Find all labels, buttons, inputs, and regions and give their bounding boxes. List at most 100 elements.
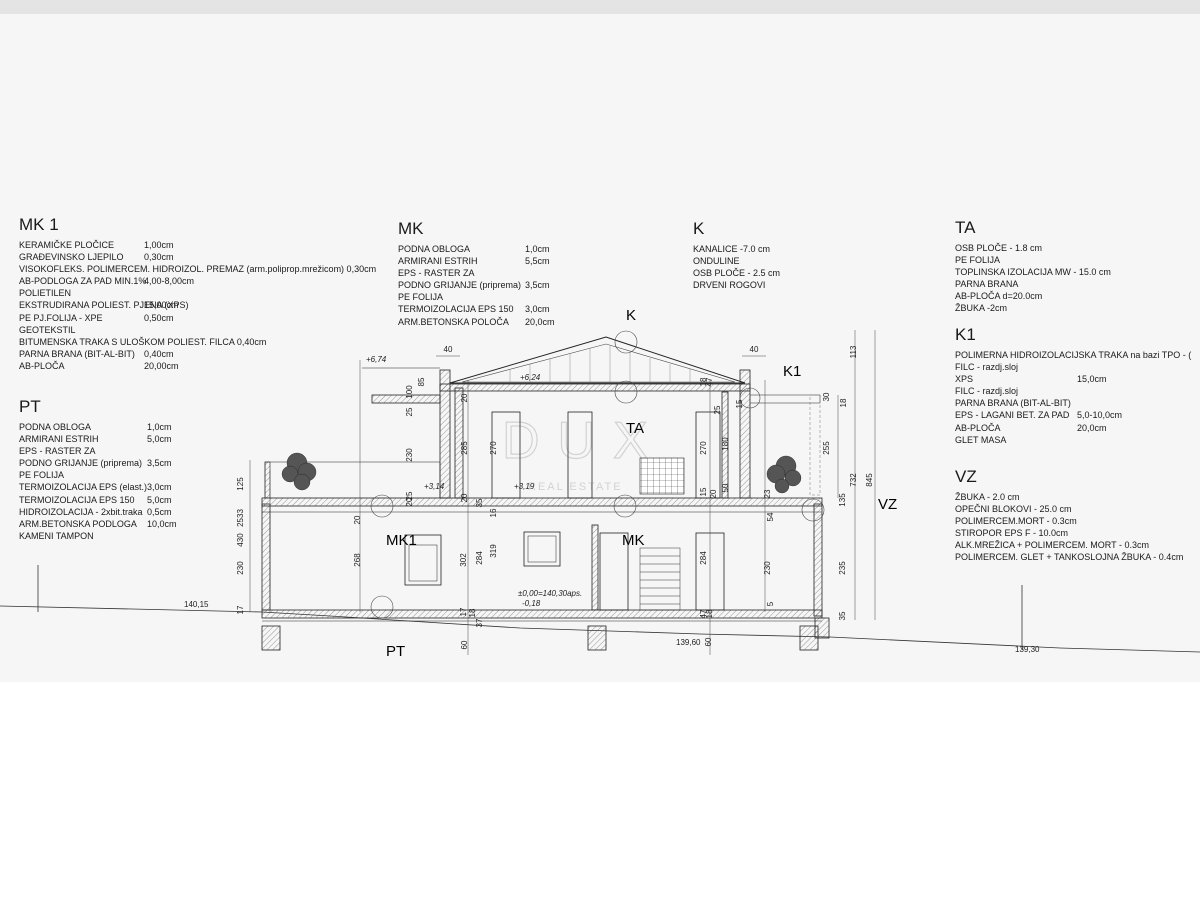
spec-mk-layer-name: PE FOLIJA [398,292,444,303]
spec-k1-layer: POLIMERNA HIDROIZOLACIJSKA TRAKA na bazi… [955,349,1200,361]
spec-mk1-layer: BITUMENSKA TRAKA S ULOŠKOM POLIEST. FILC… [19,336,359,348]
level-roof-left: +6,74 [366,355,387,364]
spec-k1-layer-name: XPS [955,374,974,385]
spec-mk1-layer: GRAĐEVINSKO LJEPILO 0,30cm [19,251,359,263]
spec-k1-layer-value: 20,0cm [1077,422,1107,433]
spec-pt-layer-name: EPS - RASTER ZA [19,446,96,457]
right-terrace [749,394,821,496]
spec-ta-layer-name: OSB PLOČE - 1.8 cm [955,243,1043,253]
spec-mk1-layer: VISOKOFLEKS. POLIMERCEM. HIDROIZOL. PREM… [19,263,376,275]
spec-pt-layer: PE FOLIJA [19,469,219,481]
dimension-value: 25 [713,405,722,414]
spec-pt-layer: KAMENI TAMPON [19,530,219,542]
terrace-plant-right [766,455,802,494]
label-k1: K1 [783,363,801,380]
dimension-value: 40 [444,345,453,354]
spec-k1-layer-value: 15,0cm [1077,374,1107,385]
spec-vz-layer: POLIMERCEM. GLET + TANKOSLOJNA ŽBUKA - 0… [955,551,1195,563]
dimension-value: 17 [459,607,468,616]
spec-mk1-title: MK 1 [19,215,59,234]
level-upper-left: +3,14 [424,482,445,491]
spec-k1-layer-name: PARNA BRANA (BIT-AL-BIT) [955,398,1071,409]
dimension-value: 20 [460,493,469,502]
dimension-value: 35 [475,498,484,507]
detail-markers [370,330,825,619]
spec-vz-layer: OPEČNI BLOKOVI - 25.0 cm [955,503,1195,515]
spec-mk1-layer-name: GRAĐEVINSKO LJEPILO [19,252,124,263]
spec-pt-layer: PODNO GRIJANJE (priprema) 3,5cm [19,457,219,469]
spec-pt-layer-name: PODNO GRIJANJE (priprema) [19,458,143,469]
spec-mk-layer-name: ARM.BETONSKA POLOČA [398,316,509,327]
dimension-value: 270 [699,441,708,455]
spec-pt-layer-name: TERMOIZOLACIJA EPS 150 [19,494,135,505]
spec-k1-layer-name: AB-PLOČA [955,422,1001,433]
spec-mk-layer-value: 5,5cm [525,256,550,267]
level-terrain-right: 139,30 [1015,645,1040,654]
dimension-value: 50 [721,483,730,492]
spec-mk-layer: EPS - RASTER ZA [398,267,558,279]
spec-pt-layer-value: 3,5cm [147,458,172,469]
spec-k1-layer: PARNA BRANA (BIT-AL-BIT) [955,397,1200,409]
spec-mk1-layer-value: 0,40cm [144,348,174,359]
spec-k1-layer-value: 5,0-10,0cm [1077,410,1123,421]
dimension-value: 302 [459,553,468,567]
dimension-value: 100 [405,385,414,399]
spec-mk-layer: ARM.BETONSKA POLOČA 20,0cm [398,316,558,328]
dimension-value: 40 [750,345,759,354]
spec-pt-layer-value: 5,0cm [147,494,172,505]
dimension-value: 18 [705,609,714,618]
spec-ta-layer-name: PARNA BRANA [955,279,1019,290]
spec-k-layer-name: ONDULINE [693,256,740,267]
level-upper-mid: +3,19 [514,482,535,491]
dimension-value: 732 [849,473,858,487]
dimension-value: 5 [766,601,775,606]
spec-mk1-layer-name: GEOTEKSTIL [19,324,76,335]
spec-mk-layer: PE FOLIJA [398,291,558,303]
dimension-value: 20 [353,515,362,524]
spec-mk-layer-value: 20,0cm [525,316,555,327]
spec-vz-layer: ŽBUKA - 2.0 cm [955,491,1195,503]
level-terrain-mid: 139,60 [676,638,701,647]
spec-k-layer-name: KANALICE -7.0 cm [693,244,771,254]
level-roof-ridge: +6,24 [520,373,541,382]
top-band [0,0,1200,14]
spec-k-layer-name: OSB PLOČE - 2.5 cm [693,268,781,279]
dimension-value: 319 [489,544,498,558]
dimension-value: 47 [705,377,714,386]
spec-vz-layer-name: STIROPOR EPS F - 10.0cm [955,528,1069,539]
dimension-value: 18 [839,398,848,407]
spec-vz-layer: ALK.MREŽICA + POLIMERCEM. MORT - 0.3cm [955,539,1195,551]
spec-k1-layer-name: POLIMERNA HIDROIZOLACIJSKA TRAKA na bazi… [955,350,1192,360]
label-ta: TA [626,420,644,437]
dimension-value: 230 [236,561,245,575]
dimension-value: 85 [417,377,426,386]
spec-mk1-layer-name: PARNA BRANA (BIT-AL-BIT) [19,348,135,359]
spec-k1-layer: AB-PLOČA 20,0cm [955,422,1200,434]
spec-k-layer: OSB PLOČE - 2.5 cm [693,267,813,279]
spec-mk-layer-name: TERMOIZOLACIJA EPS 150 [398,304,514,315]
spec-ta-layer: OSB PLOČE - 1.8 cm [955,242,1155,254]
spec-k-layer: KANALICE -7.0 cm [693,243,813,255]
label-k: K [626,307,636,324]
dimension-value: 230 [763,561,772,575]
staircase [639,547,681,611]
spec-mk1-layer-value: 0,30cm [144,252,174,263]
spec-mk1-layer-value: 4,00-8,00cm [144,276,195,287]
spec-pt-layer-name: PODNA OBLOGA [19,422,92,432]
spec-mk1-layer: POLIETILEN [19,287,359,299]
left-canopy [362,367,441,404]
spec-mk1-layer-name: KERAMIČKE PLOČICE [19,240,115,250]
spec-ta-layer-name: TOPLINSKA IZOLACIJA MW - 15.0 cm [955,267,1111,278]
watermark: DUX REAL ESTATE [501,411,648,493]
spec-mk1-layer-name: POLIETILEN [19,288,72,299]
